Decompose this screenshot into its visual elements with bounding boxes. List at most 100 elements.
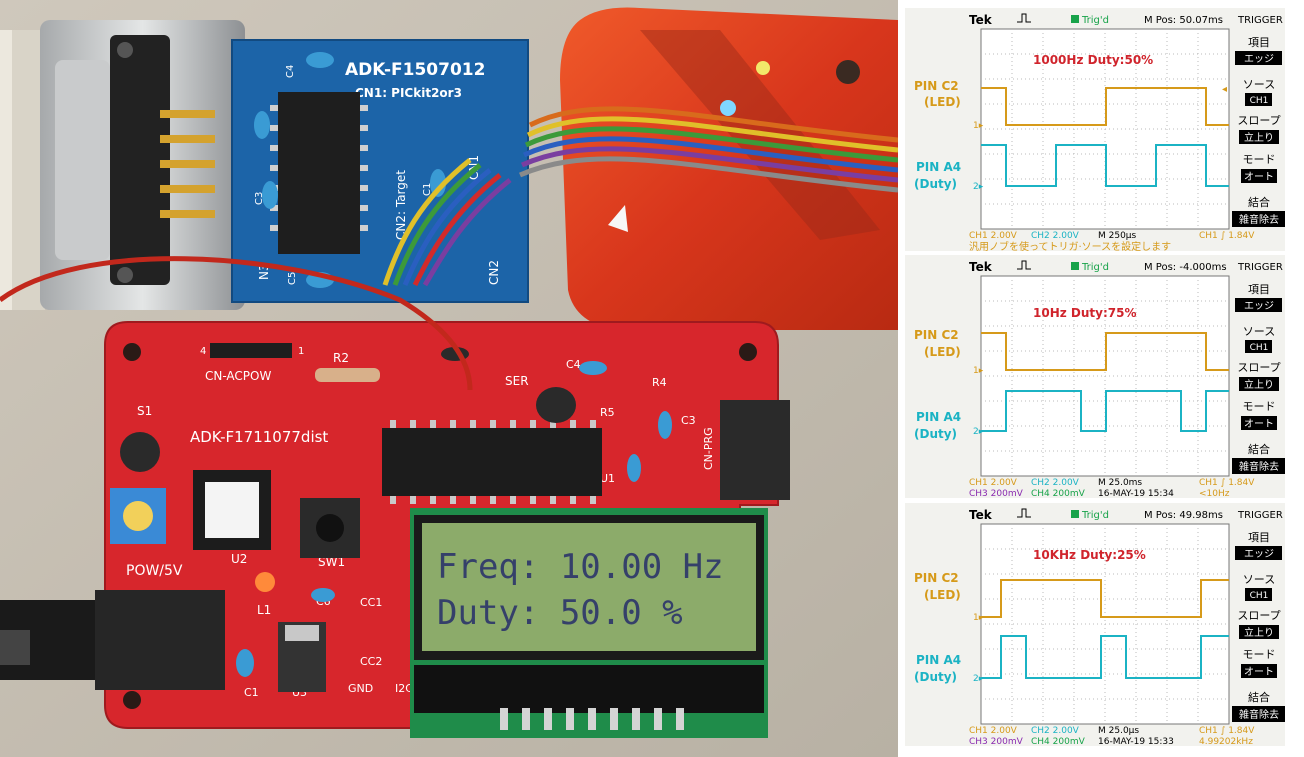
ser-label: SER: [505, 374, 529, 388]
ch1-label-line2: (LED): [924, 95, 961, 109]
u1-chip: [382, 428, 602, 496]
ch2-label-line1: PIN A4: [916, 410, 961, 424]
c4-main-label: C4: [566, 358, 581, 371]
menu-slope-label: スロープ: [1237, 114, 1280, 127]
menu-slope-value: 立上り: [1244, 626, 1274, 639]
red-wire: [0, 256, 473, 391]
power-jack: [0, 590, 225, 690]
ch1-label-line1: PIN C2: [914, 328, 959, 342]
cn1-label: CN1: PICkit2or3: [355, 86, 462, 100]
menu-mode-value: オート: [1244, 666, 1274, 678]
lcd-line-2: Duty: 50.0 %: [437, 593, 683, 633]
trigger-menu: 項目 エッジ ソース CH1 スロープ 立上り モード オート 結合 雑音除去: [1232, 36, 1285, 227]
menu-source-value: CH1: [1250, 343, 1269, 353]
sw1-label: SW1: [318, 555, 345, 569]
cn-prg-label: CN-PRG: [702, 427, 715, 470]
ch2-label-line2: (Duty): [914, 427, 957, 441]
trig-status: Trig'd: [1081, 510, 1109, 521]
c1-main-label: C1: [244, 686, 259, 699]
cn-prg-connector: [720, 400, 790, 500]
trigger-level: CH1 ∫ 1.84V: [1199, 478, 1255, 488]
menu-coupling-label: 結合: [1248, 442, 1270, 456]
menu-slope-value: 立上り: [1244, 378, 1274, 391]
programmer-board-label: ADK-F1507012: [345, 60, 485, 80]
ch1-scale: CH1 2.00V: [969, 478, 1018, 488]
menu-slope-value: 立上り: [1244, 131, 1274, 144]
svg-text:1▸: 1▸: [973, 121, 984, 131]
ch1-scale: CH1 2.00V: [969, 231, 1018, 241]
menu-source-label: ソース: [1243, 573, 1275, 586]
cn-acpow-header: [210, 343, 292, 358]
svg-text:2▸: 2▸: [973, 182, 984, 192]
scope-screen-2: Tek Trig'd M Pos: -4.000ms TRIGGER 1▸ 2▸…: [905, 255, 1285, 498]
r5-label: R5: [600, 406, 615, 419]
pow-5v-label: POW/5V: [126, 563, 183, 579]
trig-status: Trig'd: [1081, 15, 1109, 26]
l1-label: L1: [257, 603, 271, 617]
pin4-label: 4: [200, 346, 206, 357]
svg-text:1▸: 1▸: [973, 366, 984, 376]
menu-source-value: CH1: [1250, 591, 1269, 601]
time-scale: M 25.0ms: [1098, 478, 1142, 488]
svg-text:◂: ◂: [1222, 84, 1227, 95]
ch1-waveform: [981, 332, 1229, 371]
trigger-menu: 項目 エッジ ソース CH1 スロープ 立上り モード オート 結合 雑音除去: [1232, 531, 1285, 722]
menu-item-value: エッジ: [1244, 54, 1274, 65]
ch2-label-line1: PIN A4: [916, 653, 961, 667]
svg-text:1▸: 1▸: [973, 613, 984, 623]
svg-text:2▸: 2▸: [973, 674, 984, 684]
gnd-label: GND: [348, 682, 373, 695]
ch2-waveform: [981, 635, 1229, 679]
menu-mode-label: モード: [1243, 400, 1276, 413]
c3-main-label: C3: [681, 414, 696, 427]
scope-title: 1000Hz Duty:50%: [1033, 53, 1153, 67]
trigger-menu-title: TRIGGER: [1237, 510, 1283, 521]
ribbon-cable: [382, 106, 898, 287]
ch2-waveform: [981, 390, 1229, 432]
ch2-scale: CH2 2.00V: [1031, 726, 1080, 736]
programmer-board: ADK-F1507012 CN1: PICkit2or3 IC1 CN2: Ta…: [231, 39, 529, 303]
trigger-menu-title: TRIGGER: [1237, 15, 1283, 26]
lcd-screen: [422, 523, 756, 651]
menu-coupling-label: 結合: [1248, 195, 1270, 209]
c5-label: C5: [287, 272, 298, 285]
ch4-scale: CH4 200mV: [1031, 489, 1086, 498]
i2c-label: I2C: [395, 682, 413, 695]
ch3-scale: CH3 200mV: [969, 489, 1024, 498]
menu-source-label: ソース: [1243, 78, 1275, 91]
menu-mode-value: オート: [1244, 418, 1274, 430]
menu-item-label: 項目: [1248, 283, 1270, 296]
ch4-scale: CH4 200mV: [1031, 737, 1086, 746]
led: [255, 572, 275, 592]
menu-mode-value: オート: [1244, 171, 1274, 183]
c4-label: C4: [285, 65, 296, 78]
r2-label: R2: [333, 351, 349, 365]
menu-item-label: 項目: [1248, 36, 1270, 49]
time-scale: M 250µs: [1098, 231, 1137, 241]
svg-text:2▸: 2▸: [973, 427, 984, 437]
cn2-target-label: CN2: Target: [394, 170, 408, 240]
r4-label: R4: [652, 376, 667, 389]
tek-logo: Tek: [969, 13, 993, 27]
ch1-label-line1: PIN C2: [914, 79, 959, 93]
ch2-scale: CH2 2.00V: [1031, 478, 1080, 488]
scope-hint-text: 汎用ノブを使ってトリガ·ソースを設定します: [969, 240, 1171, 251]
ch1-label-line2: (LED): [924, 345, 961, 359]
scope-screen-3: Tek Trig'd M Pos: 49.98ms TRIGGER 1▸ 2▸ …: [905, 503, 1285, 746]
cc1-label: CC1: [360, 596, 382, 609]
ch2-waveform: [981, 144, 1229, 187]
m-pos-readout: M Pos: 50.07ms: [1144, 15, 1223, 26]
ch3-scale: CH3 200mV: [969, 737, 1024, 746]
timestamp: 16-MAY-19 15:34: [1098, 489, 1174, 498]
s1-transistor: [120, 432, 160, 472]
ch2-label-line1: PIN A4: [916, 160, 961, 174]
trigger-level: CH1 ∫ 1.84V: [1199, 726, 1255, 736]
tek-logo: Tek: [969, 508, 993, 522]
cc2-label: CC2: [360, 655, 382, 668]
timestamp: 16-MAY-19 15:33: [1098, 737, 1174, 746]
ic1-chip: [278, 92, 360, 254]
menu-source-label: ソース: [1243, 325, 1275, 338]
menu-coupling-label: 結合: [1248, 690, 1270, 704]
tek-logo: Tek: [969, 260, 993, 274]
menu-mode-label: モード: [1243, 153, 1276, 166]
